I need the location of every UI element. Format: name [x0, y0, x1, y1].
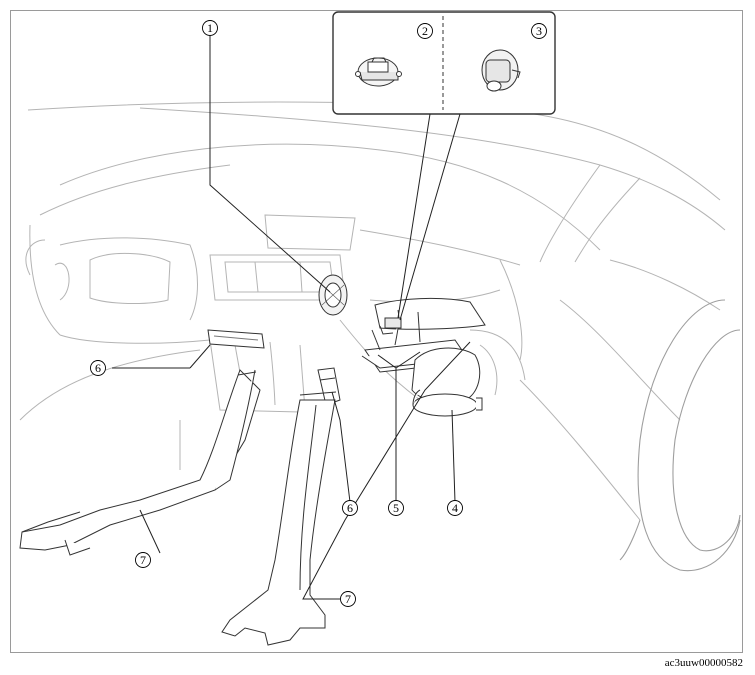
callout-7-left: 7: [135, 552, 151, 568]
wheel-outline: [619, 299, 741, 572]
diagram-frame: [10, 10, 743, 653]
component-4-blower-unit: [411, 347, 483, 417]
dashboard-outline: [19, 101, 726, 521]
component-6-foot-duct-left: [207, 329, 265, 349]
callout-7-center: 7: [340, 591, 356, 607]
callout-1-label: 1: [207, 21, 213, 35]
component-3-sensor: [481, 49, 521, 92]
callout-7-left-label: 7: [140, 553, 146, 567]
callout-6-right: 6: [342, 500, 358, 516]
callout-4-label: 4: [452, 501, 458, 515]
callout-1: 1: [202, 20, 218, 36]
image-reference-code: ac3uuw00000582: [664, 657, 743, 669]
callout-6-right-label: 6: [347, 501, 353, 515]
callout-7-center-label: 7: [345, 592, 351, 606]
callout-6-left: 6: [90, 360, 106, 376]
callout-3-label: 3: [536, 24, 542, 38]
component-7-rear-duct-left: [19, 369, 261, 556]
component-7-rear-duct-center: [221, 391, 337, 646]
component-6-foot-duct-right: [317, 367, 341, 406]
callout-3: 3: [531, 23, 547, 39]
callout-4: 4: [447, 500, 463, 516]
callout-5-label: 5: [393, 501, 399, 515]
component-1-vent-actuator: [318, 274, 348, 316]
callout-6-left-label: 6: [95, 361, 101, 375]
callout-2: 2: [417, 23, 433, 39]
component-2-sensor: [355, 57, 402, 87]
leader-lines: [112, 36, 471, 600]
callout-5: 5: [388, 500, 404, 516]
callout-2-label: 2: [422, 24, 428, 38]
